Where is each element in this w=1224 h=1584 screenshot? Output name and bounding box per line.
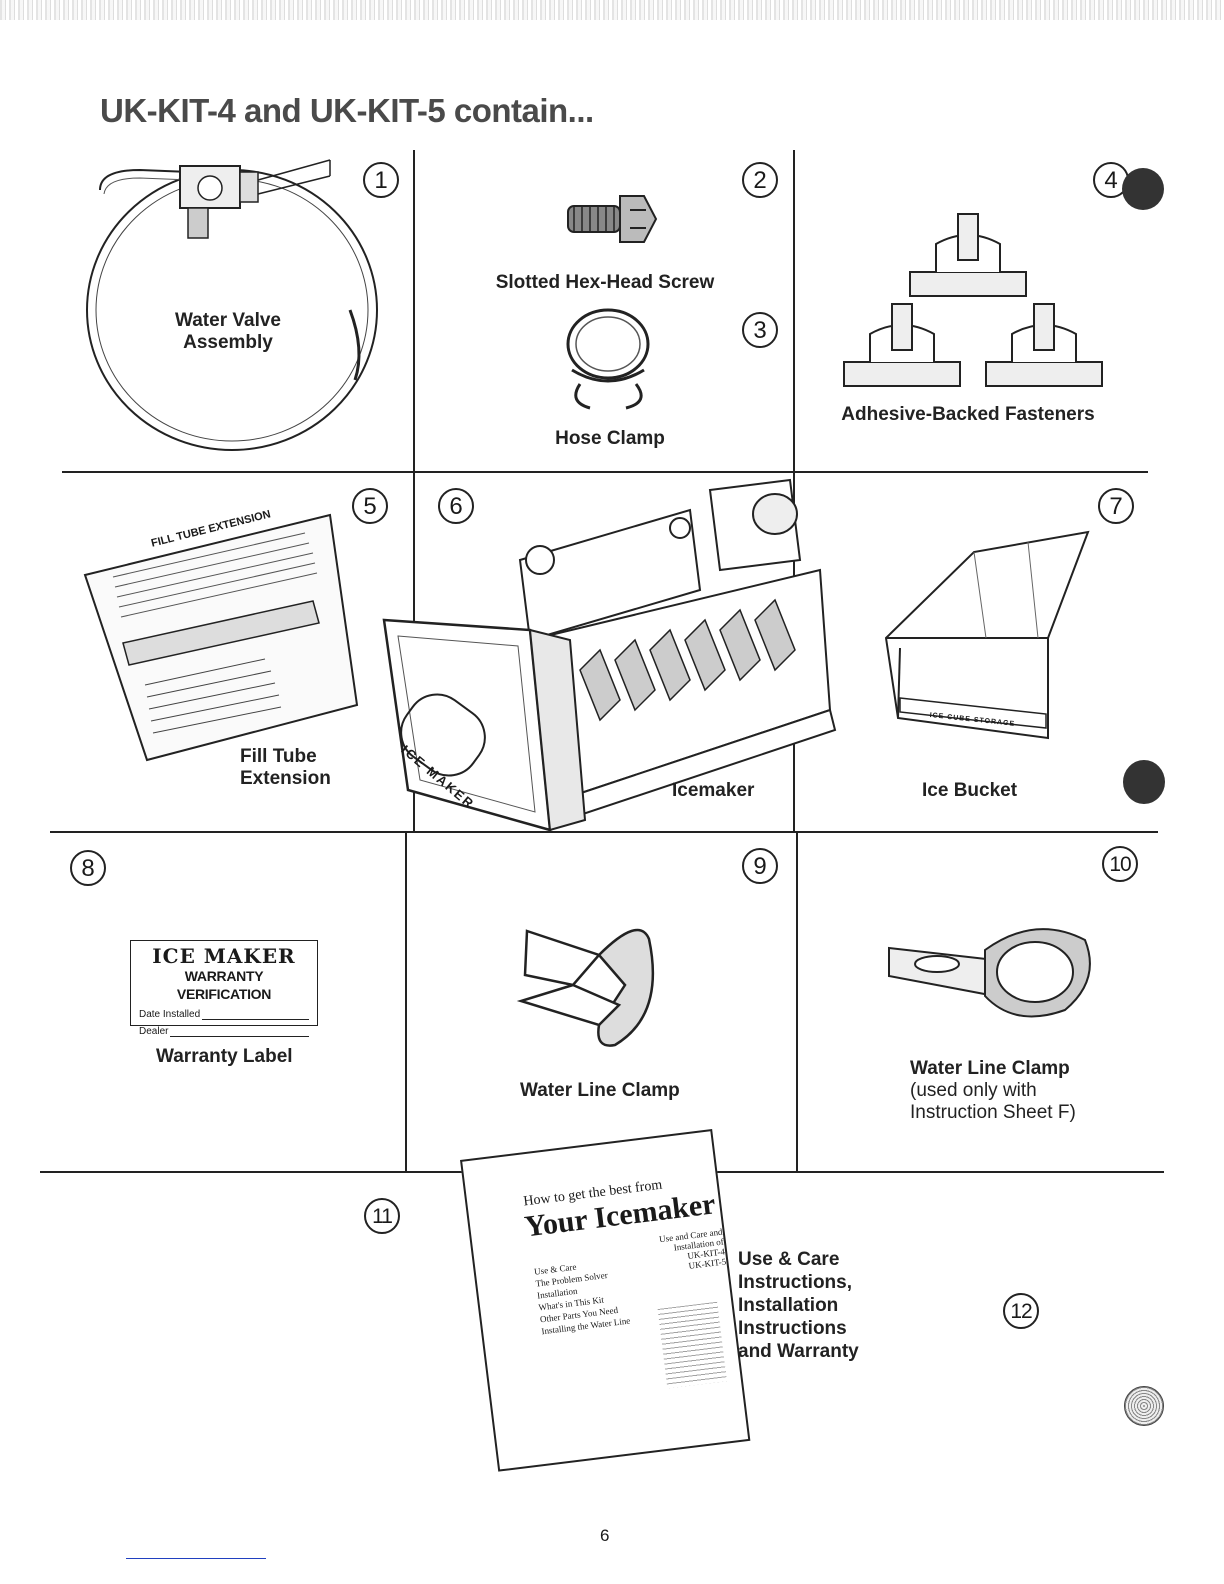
item-number-10: 10 — [1102, 846, 1138, 882]
divider-v5 — [405, 832, 407, 1172]
adhesive-fasteners-drawing — [843, 213, 1103, 387]
item-label-water-valve: Water Valve Assembly — [175, 310, 281, 353]
divider-h1 — [62, 471, 1148, 473]
booklet-page: How to get the best from Your Icemaker U… — [460, 1129, 751, 1472]
item-note-water-line-clamp-f: (used only with Instruction Sheet F) — [910, 1080, 1076, 1123]
warranty-label-subheading: WARRANTY VERIFICATION — [176, 968, 272, 1002]
water-valve-assembly-drawing — [86, 159, 378, 451]
item-number-7: 7 — [1098, 488, 1134, 524]
item-number-1: 1 — [363, 162, 399, 198]
icemaker-drawing — [382, 478, 837, 832]
divider-h2 — [50, 831, 1158, 833]
divider-v2 — [793, 150, 795, 472]
warranty-label-field-date: Date Installed — [139, 1009, 309, 1020]
item-number-12: 12 — [1003, 1293, 1039, 1329]
warranty-label-card: ICE MAKER WARRANTY VERIFICATION Date Ins… — [130, 940, 318, 1037]
fill-tube-extension-card-drawing — [83, 513, 359, 762]
item-label-screw: Slotted Hex-Head Screw — [495, 272, 715, 293]
item-label-water-line-clamp: Water Line Clamp — [520, 1080, 680, 1101]
item-label-booklet: Use & Care Instructions, Installation In… — [738, 1249, 859, 1362]
warranty-label-field-dealer: Dealer — [139, 1026, 309, 1037]
item-number-2: 2 — [742, 162, 778, 198]
item-label-hose-clamp: Hose Clamp — [555, 428, 665, 449]
divider-v6 — [796, 832, 798, 1172]
scan-edge — [0, 0, 1224, 20]
water-line-clamp-drawing — [516, 928, 655, 1047]
scan-mark-dot — [1124, 1386, 1164, 1426]
booklet-toc: Use & Care The Problem Solver Installati… — [533, 1255, 631, 1337]
slotted-hex-head-screw-drawing — [567, 195, 658, 243]
water-line-clamp-f-drawing — [888, 928, 1091, 1018]
item-number-9: 9 — [742, 848, 778, 884]
booklet-side: Use and Care and Installation of UK-KIT-… — [658, 1226, 727, 1271]
item-number-11: 11 — [364, 1198, 400, 1234]
item-label-fasteners: Adhesive-Backed Fasteners — [841, 404, 1095, 425]
footer-rule — [126, 1558, 266, 1559]
item-label-icemaker: Icemaker — [672, 780, 755, 801]
page-number: 6 — [600, 1526, 610, 1545]
item-label-water-line-clamp-f: Water Line Clamp — [910, 1058, 1070, 1079]
scan-mark-dot — [1122, 168, 1164, 210]
item-number-3: 3 — [742, 312, 778, 348]
item-number-8: 8 — [70, 850, 106, 886]
page-title: UK-KIT-4 and UK-KIT-5 contain... — [100, 92, 594, 129]
ice-bucket-drawing — [884, 530, 1090, 740]
hose-clamp-drawing — [566, 308, 650, 410]
item-label-warranty: Warranty Label — [156, 1046, 293, 1067]
item-label-ice-bucket: Ice Bucket — [922, 780, 1018, 801]
booklet-fine-print — [657, 1301, 727, 1389]
item-number-6: 6 — [438, 488, 474, 524]
scan-mark-dot — [1123, 760, 1165, 804]
warranty-label-heading: ICE MAKER — [152, 944, 296, 968]
item-label-fill-tube: Fill Tube Extension — [240, 746, 331, 789]
divider-v1 — [413, 150, 415, 472]
item-number-5: 5 — [352, 488, 388, 524]
